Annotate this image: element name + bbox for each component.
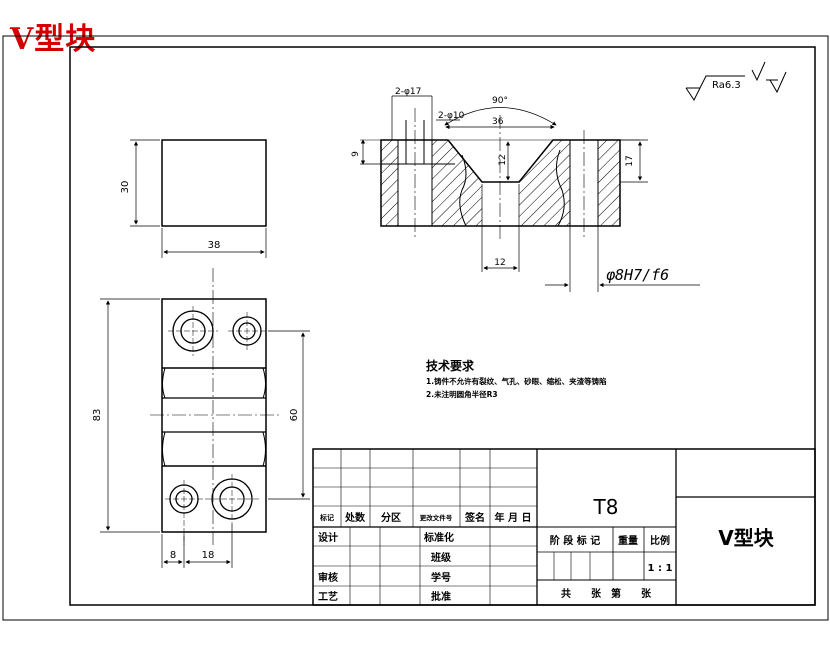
std-class: 班级 [431,551,452,564]
document-title: V型块 [10,22,97,57]
role-process: 工艺 [318,590,338,603]
dim-sec-fit: φ8H7/f6 [606,266,669,284]
roughness-symbols: Ra6.3 [685,61,787,101]
dim-sec-depth-mid: 12 [498,154,508,165]
dim-side-height: 30 [120,181,131,194]
rev-header-doc: 更改文件号 [420,513,453,522]
section-view: 2-φ17 2-φ10 90° 36 9 12 17 12 φ8H7/f6 [351,87,700,292]
title-block-text: T8 V型块 标记 处数 分区 更改文件号 签名 年 月 日 设计 审核 工艺 … [318,495,775,603]
outer-border [2,35,829,621]
scale-label: 比例 [650,534,670,547]
dim-sec-width-top: 36 [492,117,504,127]
dim-plan-offset-large: 18 [202,550,215,561]
role-review: 审核 [318,571,338,584]
role-design: 设计 [318,531,338,544]
sheet-count-label: 共 张 第 张 [561,587,652,600]
tech-item-2: 2.未注明圆角半径R3 [426,389,498,399]
tech-item-1: 1.铸件不允许有裂纹、气孔、砂眼、缩松、夹渣等铸陷 [426,376,607,386]
std-approve: 批准 [431,590,451,603]
stage-mark-label: 阶 段 标 记 [550,534,600,547]
rev-header-date: 年 月 日 [495,511,532,524]
dim-sec-angle: 90° [492,96,508,106]
title-block [312,448,816,606]
part-name-label: V型块 [718,526,774,550]
rev-header-sign: 签名 [464,511,485,524]
rev-header-count: 处数 [344,511,366,524]
dim-sec-height-right: 17 [625,155,635,166]
tech-requirements: 技术要求 1.铸件不允许有裂纹、气孔、砂眼、缩松、夹渣等铸陷 2.未注明圆角半径… [426,358,607,399]
rev-header-mark: 标记 [319,513,334,522]
side-view: 30 38 [120,139,267,258]
material-label: T8 [593,495,619,519]
dim-plan-hole-span: 60 [289,409,300,422]
std-student-id: 学号 [431,571,451,584]
dim-plan-length: 83 [92,409,103,422]
tech-heading: 技术要求 [426,358,475,373]
std-standardization: 标准化 [423,531,454,544]
dim-side-width: 38 [208,240,221,251]
dim-sec-depth-left: 9 [351,151,361,157]
dim-sec-holes-inner: 2-φ10 [438,111,465,121]
dim-sec-holes-top: 2-φ17 [395,87,421,97]
dim-plan-offset-small: 8 [170,550,176,561]
weight-label: 重量 [618,534,638,547]
plan-view: 83 60 8 18 [92,268,310,568]
rev-header-zone: 分区 [381,511,401,524]
scale-value: 1 : 1 [648,563,673,574]
dim-sec-bottom-width: 12 [494,258,505,268]
roughness-value: Ra6.3 [712,80,741,91]
